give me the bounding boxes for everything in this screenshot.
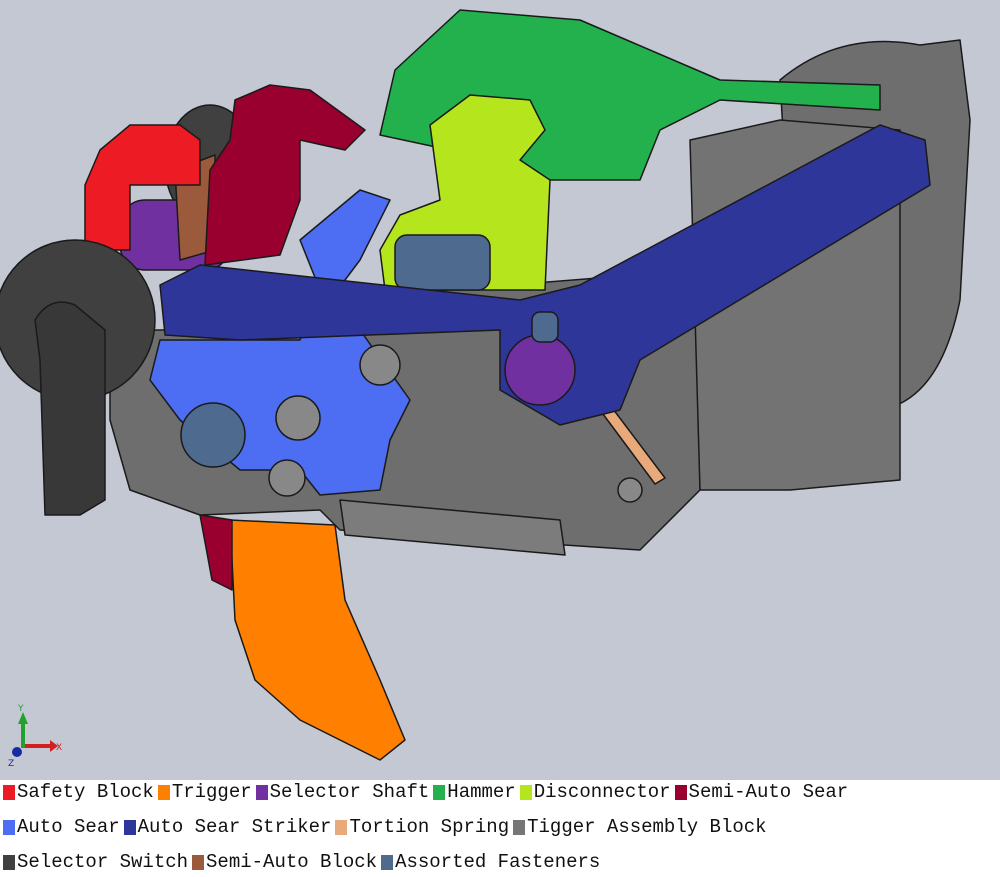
fastener <box>359 344 401 386</box>
legend-label: Safety Block <box>17 781 154 803</box>
fastener <box>180 402 246 468</box>
legend-label: Semi-Auto Sear <box>688 781 849 803</box>
assembly-block-rail <box>339 499 566 556</box>
semi-auto-sear <box>204 84 366 266</box>
legend-swatch <box>513 819 526 835</box>
legend-label: Tortion Spring <box>349 816 510 838</box>
legend-label: Auto Sear Striker <box>137 816 332 838</box>
trigger <box>229 519 406 761</box>
legend-item: Trigger <box>157 781 252 803</box>
legend-swatch <box>519 784 532 800</box>
legend-row: Selector Switch Semi-Auto Block Assorted… <box>3 851 604 873</box>
legend-label: Selector Shaft <box>269 781 430 803</box>
legend-swatch <box>381 854 394 870</box>
legend-label: Trigger <box>171 781 252 803</box>
axis-x-label: X <box>56 743 62 753</box>
legend-item: Auto Sear <box>3 816 120 838</box>
fastener <box>275 395 321 441</box>
legend-swatch <box>123 819 136 835</box>
legend-swatch <box>335 819 348 835</box>
legend-swatch <box>255 784 268 800</box>
fastener <box>394 234 491 291</box>
legend-item: Semi-Auto Sear <box>674 781 849 803</box>
safety-block <box>84 124 201 251</box>
legend-item: Selector Switch <box>3 851 188 873</box>
legend-swatch <box>433 784 446 800</box>
selector-shaft-end <box>504 334 576 406</box>
semi-auto-sear-lower <box>199 514 233 591</box>
legend-item: Auto Sear Striker <box>123 816 332 838</box>
legend-label: Disconnector <box>533 781 671 803</box>
legend-label: Hammer <box>447 781 516 803</box>
legend-item: Assorted Fasteners <box>381 851 600 873</box>
legend-item: Selector Shaft <box>255 781 430 803</box>
legend-label: Tigger Assembly Block <box>527 816 767 838</box>
legend-label: Selector Switch <box>17 851 189 873</box>
trigger-assembly-model: Y X Z <box>0 9 971 769</box>
axis-triad: Y X Z <box>8 704 62 769</box>
legend-item: Disconnector <box>519 781 671 803</box>
fastener <box>268 459 306 497</box>
fastener <box>617 477 643 503</box>
legend: Safety Block Trigger Selector Shaft Hamm… <box>0 780 1000 877</box>
legend-swatch <box>3 854 15 870</box>
legend-item: Safety Block <box>3 781 154 803</box>
selector-switch-lever <box>34 301 106 516</box>
legend-row: Safety Block Trigger Selector Shaft Hamm… <box>3 781 852 803</box>
legend-label: Semi-Auto Block <box>206 851 378 873</box>
legend-item: Hammer <box>433 781 516 803</box>
legend-label: Auto Sear <box>17 816 120 838</box>
legend-swatch <box>3 819 15 835</box>
fastener <box>531 311 559 343</box>
legend-item: Tortion Spring <box>335 816 509 838</box>
legend-swatch <box>192 854 205 870</box>
legend-row: Auto Sear Auto Sear Striker Tortion Spri… <box>3 816 771 838</box>
legend-swatch <box>674 784 687 800</box>
legend-swatch <box>3 784 15 800</box>
legend-swatch <box>157 784 170 800</box>
legend-item: Semi-Auto Block <box>192 851 377 873</box>
axis-y-label: Y <box>17 704 24 714</box>
legend-item: Tigger Assembly Block <box>513 816 767 838</box>
legend-label: Assorted Fasteners <box>395 851 601 873</box>
cad-viewport[interactable]: Y X Z <box>0 0 1000 780</box>
axis-z-label: Z <box>8 759 14 769</box>
